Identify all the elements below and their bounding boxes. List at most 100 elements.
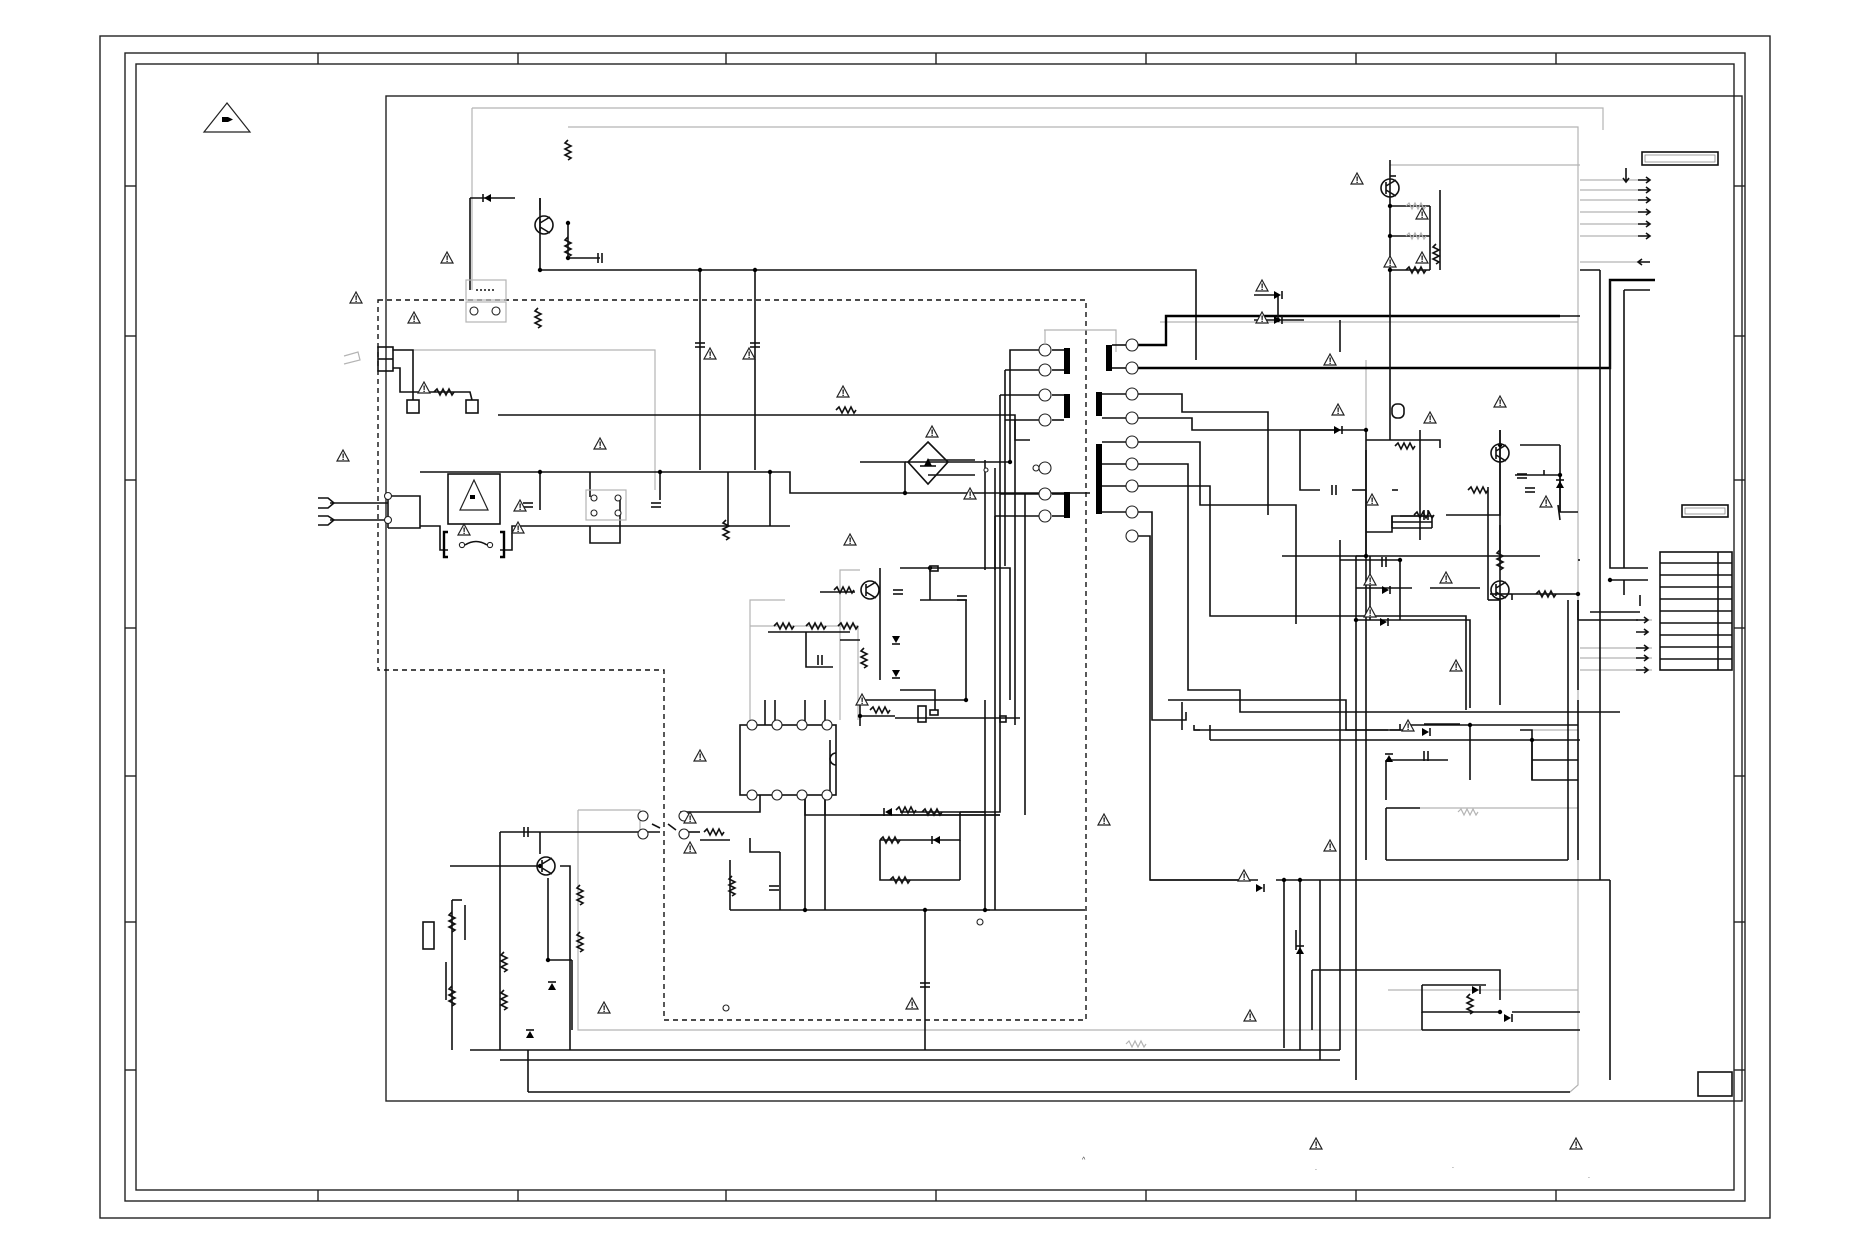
diode <box>892 670 900 677</box>
footnote-marks: ^ . . . <box>1082 1157 1590 1180</box>
resistors <box>433 139 1557 1049</box>
footnote-mark: . <box>1315 1165 1317 1172</box>
warning-icon <box>1254 310 1270 324</box>
transistor <box>536 856 556 876</box>
warning-mark: ! <box>842 388 845 398</box>
warning-mark: ! <box>1261 314 1264 324</box>
zone-ticks-left <box>125 185 136 1071</box>
diode <box>1385 755 1393 762</box>
warning-icon <box>1349 171 1365 185</box>
warning-mark: ! <box>413 314 416 324</box>
warning-icon <box>1254 278 1270 292</box>
warning-icon <box>406 310 422 324</box>
zone-ticks-top <box>317 53 1557 64</box>
warning-icon <box>596 1000 612 1014</box>
resistor <box>1457 807 1479 817</box>
warning-icon <box>510 520 526 534</box>
warning-mark: ! <box>1356 175 1359 185</box>
resistor <box>895 805 917 815</box>
resistor <box>1495 549 1505 571</box>
transistor <box>534 215 554 235</box>
main-transformer <box>1038 330 1139 543</box>
warning-mark: ! <box>1429 414 1432 424</box>
warning-icon <box>416 380 432 394</box>
warning-mark: ! <box>689 844 692 854</box>
caution-sign-icon <box>202 102 252 133</box>
footnote-mark: . <box>1588 1173 1590 1180</box>
warning-mark: ! <box>519 502 522 512</box>
warning-icon <box>1568 1136 1584 1150</box>
warning-icon <box>682 810 698 824</box>
resistor <box>721 519 731 541</box>
warning-mark: ! <box>931 428 934 438</box>
resistor <box>447 985 457 1007</box>
resistor <box>563 139 573 161</box>
control-ic <box>739 719 837 801</box>
transistor <box>1490 443 1510 463</box>
warning-mark: ! <box>1369 608 1372 618</box>
resistor <box>727 875 737 897</box>
diode <box>1422 728 1429 736</box>
warning-mark: ! <box>1249 1012 1252 1022</box>
transistor-leads <box>541 857 553 875</box>
transistor-leads <box>1385 179 1397 197</box>
warning-icon <box>682 840 698 854</box>
resistor <box>1394 441 1416 451</box>
drawing-frame <box>99 35 1771 1219</box>
warning-icon <box>1414 206 1430 220</box>
transistor-leads <box>865 581 877 599</box>
resistor <box>833 585 855 595</box>
hot-area-boundary <box>377 299 1087 1021</box>
warning-mark: ! <box>342 452 345 462</box>
warning-mark: ! <box>1243 872 1246 882</box>
warning-icon <box>592 436 608 450</box>
transistor-leads <box>1495 581 1507 599</box>
warning-mark: ! <box>1499 398 1502 408</box>
warning-mark: ! <box>463 526 466 536</box>
warning-icon <box>842 532 858 546</box>
output-connector-table <box>1659 551 1733 671</box>
warning-mark: ! <box>689 814 692 824</box>
diodes <box>482 194 1564 1038</box>
warning-icon <box>1538 494 1554 508</box>
warning-mark: ! <box>1337 406 1340 416</box>
page-number-box <box>1697 1071 1733 1097</box>
transformer-primary-pins <box>1038 343 1052 523</box>
resistor <box>1405 201 1427 211</box>
resistor <box>433 387 455 397</box>
resistor <box>563 236 573 258</box>
warning-icon <box>1330 402 1346 416</box>
fuse-caution-box <box>442 473 506 559</box>
transformer-secondary-pins <box>1125 338 1139 543</box>
resistor <box>889 875 911 885</box>
warning-icon <box>1308 1136 1324 1150</box>
zone-ticks-right <box>1734 185 1745 1071</box>
warning-icon <box>1322 352 1338 366</box>
footnote-mark: ^ <box>1082 1157 1086 1164</box>
diode <box>1334 426 1341 434</box>
resistor <box>1465 993 1475 1015</box>
footnote-mark: . <box>1452 1163 1454 1170</box>
warning-mark: ! <box>446 254 449 264</box>
warning-mark: ! <box>969 490 972 500</box>
resistor <box>921 807 943 817</box>
warning-mark: ! <box>748 350 751 360</box>
resistor <box>1535 589 1557 599</box>
board-outline <box>385 95 1743 1102</box>
warning-mark: ! <box>849 536 852 546</box>
transistor <box>1380 178 1400 198</box>
diode <box>1274 316 1281 324</box>
warning-mark: ! <box>1329 842 1332 852</box>
resistor <box>805 621 827 631</box>
zone-ticks-bottom <box>317 1190 1557 1201</box>
warning-icon <box>1448 658 1464 672</box>
resistor <box>447 911 457 933</box>
resistor <box>533 307 543 329</box>
warning-mark: ! <box>599 440 602 450</box>
warning-icon <box>1364 492 1380 506</box>
diode <box>1382 586 1389 594</box>
warning-mark: ! <box>603 1004 606 1014</box>
warning-icon <box>962 486 978 500</box>
ac-jumper-connector <box>343 346 479 414</box>
